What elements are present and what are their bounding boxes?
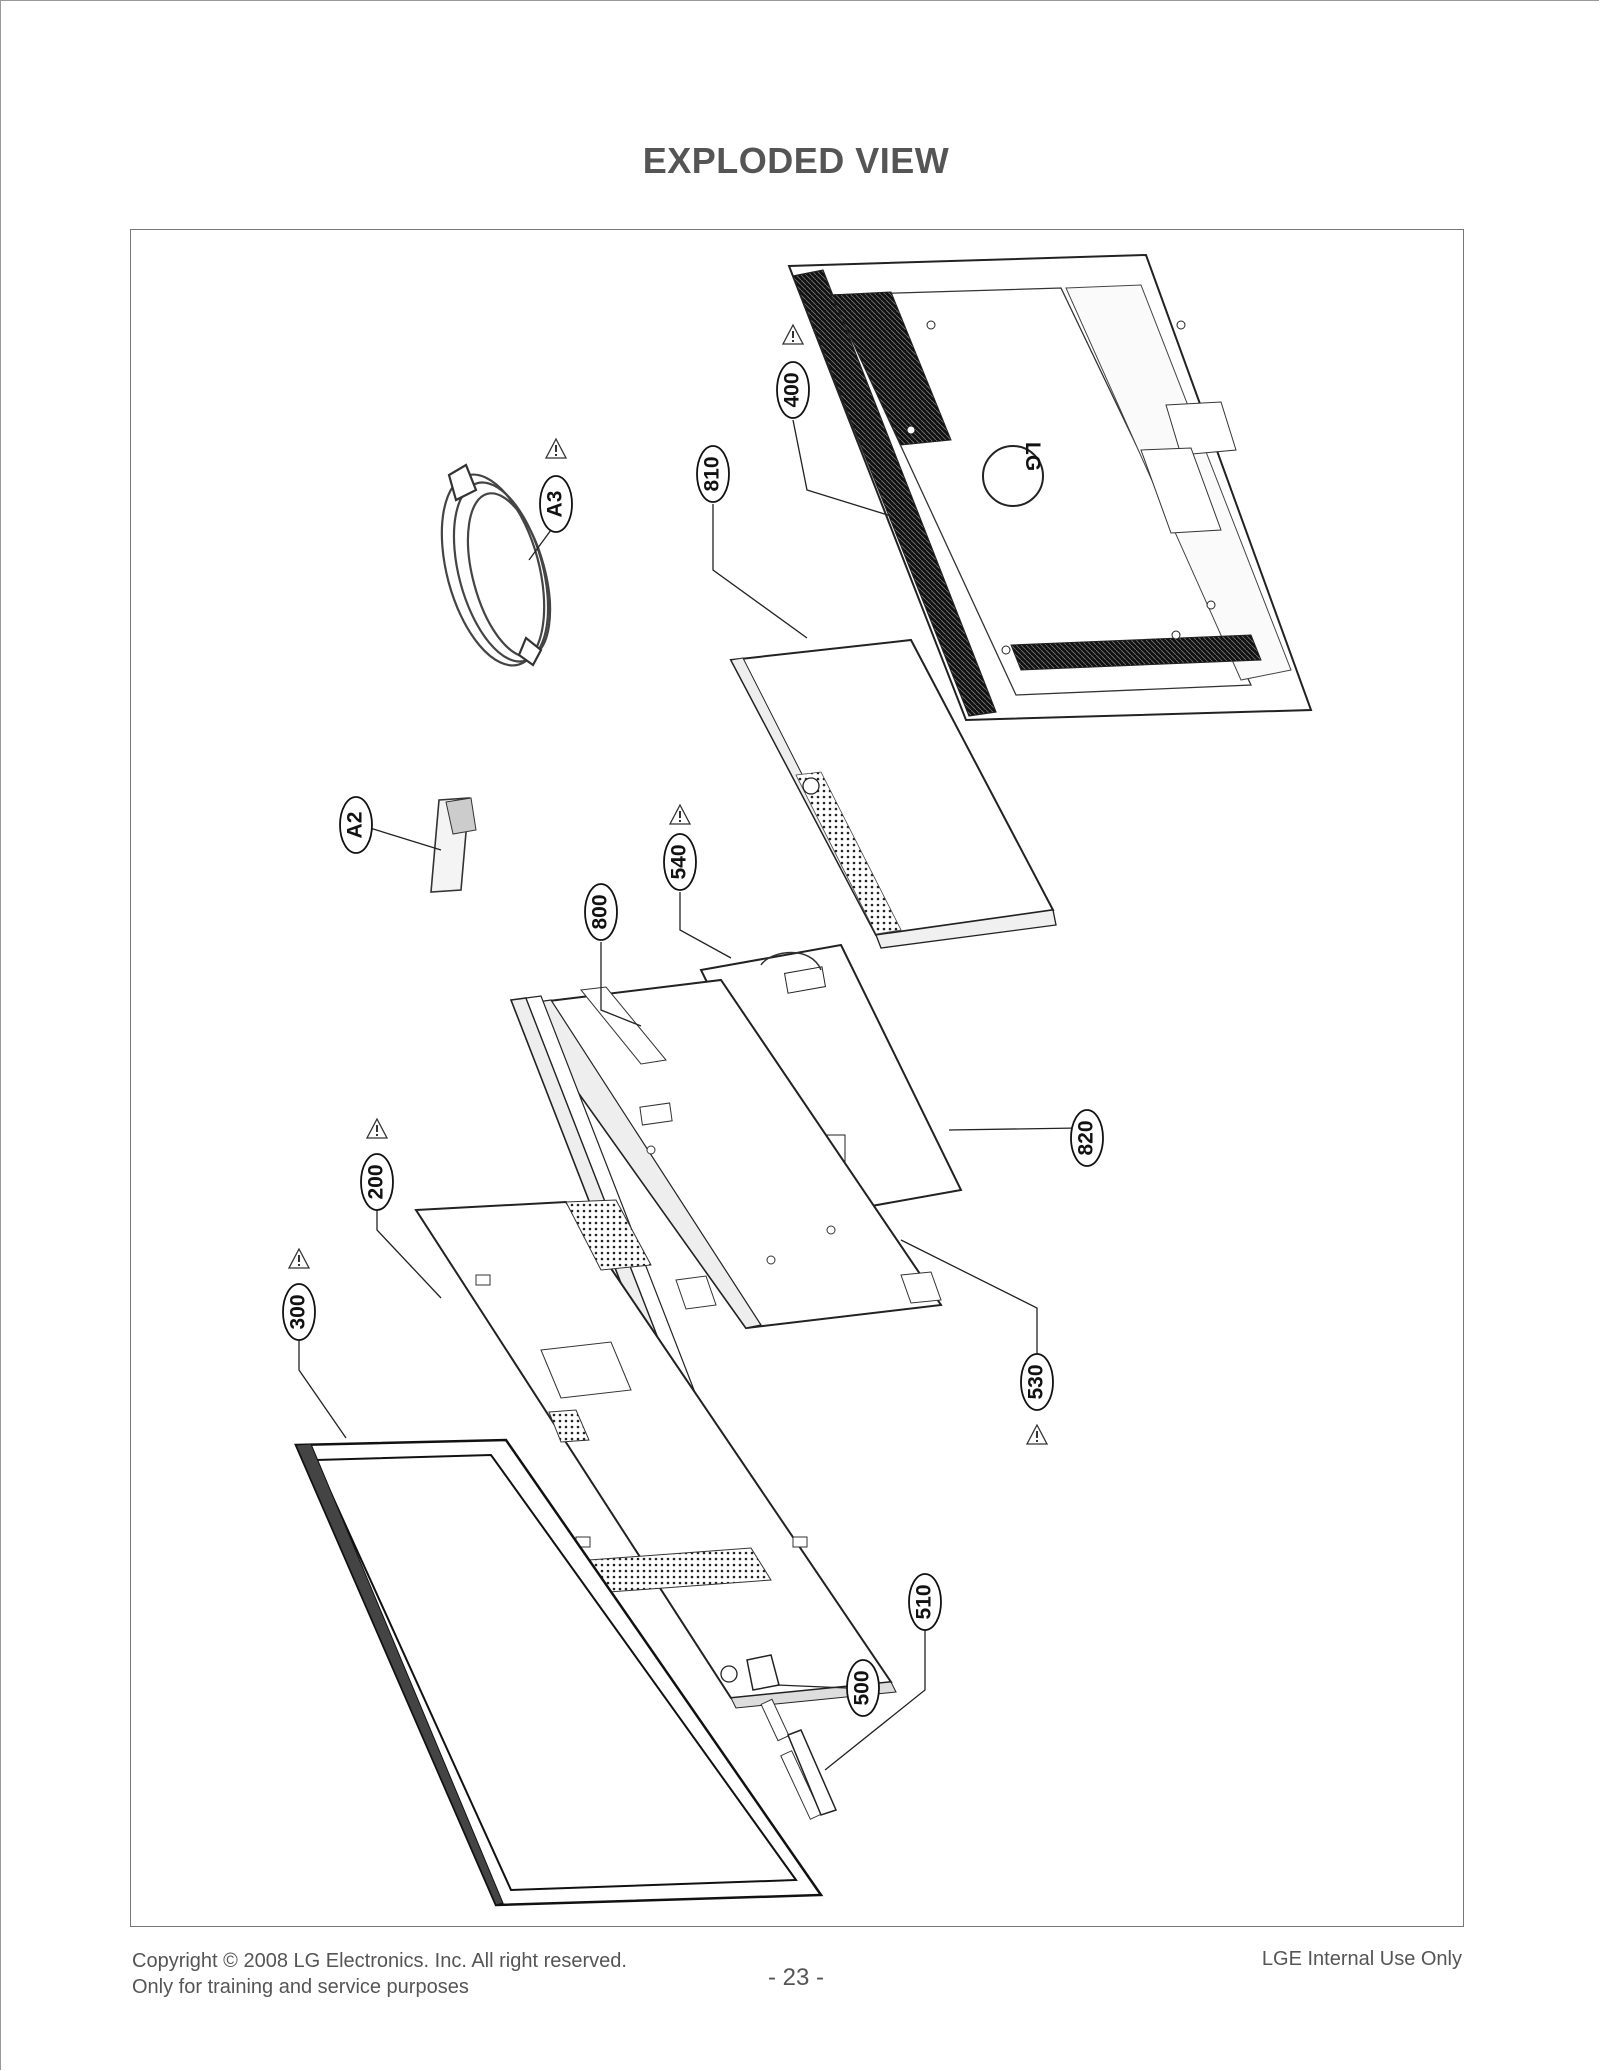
usage-text: Only for training and service purposes — [132, 1976, 469, 1998]
callout-a3: A3 — [539, 438, 573, 533]
callout-510: 510 — [908, 1573, 942, 1631]
stand-neck-part — [430, 797, 477, 893]
warning-icon — [1026, 1424, 1048, 1445]
callout-810-label: 810 — [701, 456, 724, 491]
power-cord-part — [440, 463, 552, 667]
callout-a2-label: A2 — [344, 812, 367, 839]
callout-540-label: 540 — [668, 844, 691, 879]
callout-530: 530 — [1020, 1353, 1054, 1445]
chassis-bracket-part — [514, 978, 943, 1330]
warning-icon — [366, 1118, 388, 1139]
warning-icon — [545, 438, 567, 459]
internal-use-notice: LGE Internal Use Only — [1261, 1948, 1462, 1970]
lg-logo: LG — [1021, 442, 1044, 471]
callout-400: 400 — [776, 324, 810, 419]
diagram-frame: LG — [130, 229, 1464, 1927]
callout-540: 540 — [663, 804, 697, 891]
callout-300: 300 — [282, 1248, 316, 1341]
callout-a2: A2 — [339, 796, 373, 854]
exploded-view-diagram: LG — [282, 253, 1313, 1907]
callout-800: 800 — [584, 883, 618, 941]
callout-530-label: 530 — [1025, 1364, 1048, 1399]
callout-810: 810 — [696, 445, 730, 503]
shield-cover-part — [729, 638, 1057, 949]
callout-400-label: 400 — [781, 372, 804, 407]
callout-500: 500 — [846, 1659, 880, 1717]
back-cover-part: LG — [787, 253, 1313, 722]
warning-icon — [782, 324, 804, 345]
page-number: - 23 - — [767, 1964, 824, 1991]
callout-300-label: 300 — [287, 1294, 310, 1329]
callout-800-label: 800 — [589, 894, 612, 929]
callout-200: 200 — [360, 1118, 394, 1211]
callout-510-label: 510 — [913, 1584, 936, 1619]
copyright-text: Copyright © 2008 LG Electronics. Inc. Al… — [132, 1950, 627, 1972]
callout-200-label: 200 — [365, 1164, 388, 1199]
page-title: EXPLODED VIEW — [642, 140, 950, 181]
warning-icon — [669, 804, 691, 825]
callout-820: 820 — [1070, 1109, 1104, 1167]
front-bezel-part — [294, 1438, 824, 1907]
warning-icon — [288, 1248, 310, 1269]
callout-820-label: 820 — [1075, 1120, 1098, 1155]
callout-a3-label: A3 — [544, 491, 567, 518]
callout-500-label: 500 — [851, 1670, 874, 1705]
footer-left: Copyright © 2008 LG Electronics. Inc. Al… — [132, 1948, 627, 2000]
control-pcb-part — [746, 1654, 838, 1816]
lcd-panel-module-part — [414, 1199, 897, 1709]
